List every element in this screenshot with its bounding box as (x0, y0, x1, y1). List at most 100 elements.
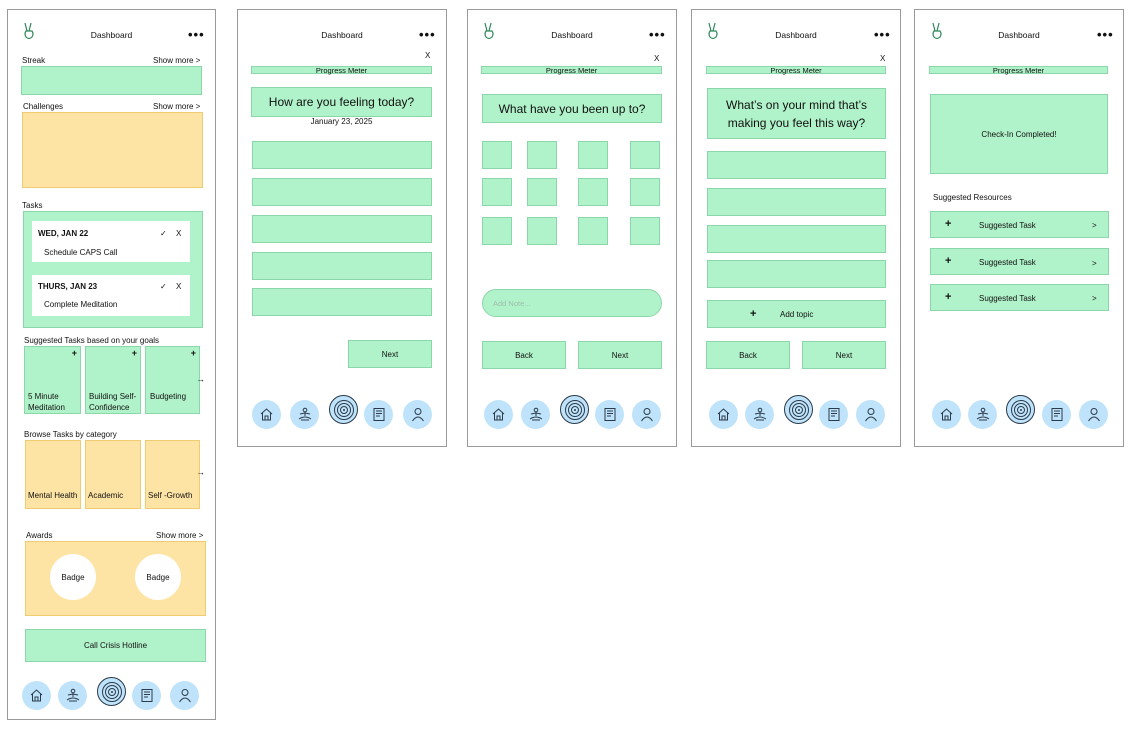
topic-option[interactable] (707, 225, 886, 253)
nav-profile-button[interactable] (403, 400, 432, 429)
nav-profile-button[interactable] (856, 400, 885, 429)
meditation-icon (976, 407, 989, 421)
challenges-label: Challenges (23, 102, 64, 111)
streak-show-more[interactable]: Show more > (153, 56, 201, 65)
activity-option[interactable] (527, 217, 557, 245)
next-button[interactable]: Next (348, 340, 432, 368)
more-menu-button[interactable]: ••• (1097, 27, 1114, 42)
feeling-option[interactable] (252, 215, 432, 243)
suggested-task-card[interactable]: + Building Self-Confidence (85, 346, 141, 414)
activity-option[interactable] (630, 217, 660, 245)
home-icon (492, 408, 505, 421)
nav-meditation-button[interactable] (745, 400, 774, 429)
nav-journal-button[interactable] (819, 400, 848, 429)
profile-icon (411, 408, 424, 422)
close-button[interactable]: X (425, 51, 431, 60)
nav-home-button[interactable] (932, 400, 961, 429)
nav-checkin-button[interactable] (329, 395, 358, 424)
next-button[interactable]: Next (802, 341, 886, 369)
category-card[interactable]: Academic (85, 440, 141, 509)
nav-home-button[interactable] (484, 400, 513, 429)
activity-option[interactable] (482, 217, 512, 245)
nav-checkin-button[interactable] (560, 395, 589, 424)
nav-journal-button[interactable] (364, 400, 393, 429)
suggested-resource-item[interactable]: + Suggested Task > (930, 248, 1109, 275)
task-check-button[interactable]: ✓ (160, 229, 167, 238)
awards-show-more[interactable]: Show more > (156, 531, 204, 540)
activity-option[interactable] (630, 178, 660, 206)
nav-journal-button[interactable] (1042, 400, 1071, 429)
nav-meditation-button[interactable] (58, 681, 87, 710)
category-card[interactable]: Self -Growth (145, 440, 200, 509)
next-button[interactable]: Next (578, 341, 662, 369)
add-icon[interactable]: + (190, 348, 196, 358)
award-badge[interactable]: Badge (50, 554, 96, 600)
activity-option[interactable] (578, 141, 608, 169)
back-button[interactable]: Back (706, 341, 790, 369)
suggested-resource-item[interactable]: + Suggested Task > (930, 211, 1109, 238)
add-topic-label: Add topic (780, 310, 814, 319)
activity-option[interactable] (482, 178, 512, 206)
nav-home-button[interactable] (252, 400, 281, 429)
add-icon[interactable]: + (71, 348, 77, 358)
activity-option[interactable] (527, 178, 557, 206)
call-crisis-hotline-button[interactable]: Call Crisis Hotline (25, 629, 206, 662)
category-card[interactable]: Mental Health (25, 440, 81, 509)
topic-option[interactable] (707, 260, 886, 288)
feeling-option[interactable] (252, 178, 432, 206)
topic-option[interactable] (707, 188, 886, 216)
suggested-task-card[interactable]: + 5 Minute Meditation (24, 346, 81, 414)
nav-home-button[interactable] (709, 400, 738, 429)
nav-journal-button[interactable] (595, 400, 624, 429)
task-dismiss-button[interactable]: X (176, 229, 182, 238)
activity-option[interactable] (482, 141, 512, 169)
topic-option[interactable] (707, 151, 886, 179)
nav-meditation-button[interactable] (968, 400, 997, 429)
activity-option[interactable] (578, 178, 608, 206)
more-menu-button[interactable]: ••• (188, 27, 205, 42)
award-badge[interactable]: Badge (135, 554, 181, 600)
more-menu-button[interactable]: ••• (419, 27, 436, 42)
add-topic-button[interactable]: + Add topic (707, 300, 886, 328)
nav-journal-button[interactable] (132, 681, 161, 710)
nav-profile-button[interactable] (170, 681, 199, 710)
activity-option[interactable] (578, 217, 608, 245)
home-icon (260, 408, 273, 421)
add-note-input[interactable]: Add Note... (482, 289, 662, 317)
progress-meter: Progress Meter (706, 66, 886, 75)
peace-hand-logo (932, 22, 942, 40)
nav-checkin-button[interactable] (1006, 395, 1035, 424)
task-item[interactable]: WED, JAN 22 ✓ X Schedule CAPS Call (32, 221, 190, 262)
close-button[interactable]: X (654, 54, 660, 63)
scroll-right-arrow-icon[interactable]: → (196, 374, 205, 384)
close-button[interactable]: X (880, 54, 886, 63)
more-menu-button[interactable]: ••• (649, 27, 666, 42)
home-icon (30, 689, 43, 702)
nav-meditation-button[interactable] (521, 400, 550, 429)
screen-checkin-complete: Dashboard ••• Progress Meter Check-In Co… (914, 9, 1124, 447)
nav-checkin-button[interactable] (784, 395, 813, 424)
more-menu-button[interactable]: ••• (874, 27, 891, 42)
nav-checkin-button[interactable] (97, 677, 126, 706)
feeling-option[interactable] (252, 141, 432, 169)
nav-profile-button[interactable] (1079, 400, 1108, 429)
nav-home-button[interactable] (22, 681, 51, 710)
checkin-date: January 23, 2025 (310, 117, 373, 126)
peace-hand-logo (24, 22, 34, 40)
challenges-show-more[interactable]: Show more > (153, 102, 201, 111)
suggested-resource-label: Suggested Task (979, 258, 1036, 267)
feeling-option[interactable] (252, 288, 432, 316)
task-check-button[interactable]: ✓ (160, 282, 167, 291)
task-dismiss-button[interactable]: X (176, 282, 182, 291)
suggested-resource-item[interactable]: + Suggested Task > (930, 284, 1109, 311)
nav-profile-button[interactable] (632, 400, 661, 429)
add-icon[interactable]: + (131, 348, 137, 358)
scroll-right-arrow-icon[interactable]: → (196, 467, 205, 477)
back-button[interactable]: Back (482, 341, 566, 369)
feeling-option[interactable] (252, 252, 432, 280)
task-item[interactable]: THURS, JAN 23 ✓ X Complete Meditation (32, 275, 190, 316)
nav-meditation-button[interactable] (290, 400, 319, 429)
suggested-task-card[interactable]: + Budgeting (145, 346, 200, 414)
activity-option[interactable] (527, 141, 557, 169)
activity-option[interactable] (630, 141, 660, 169)
